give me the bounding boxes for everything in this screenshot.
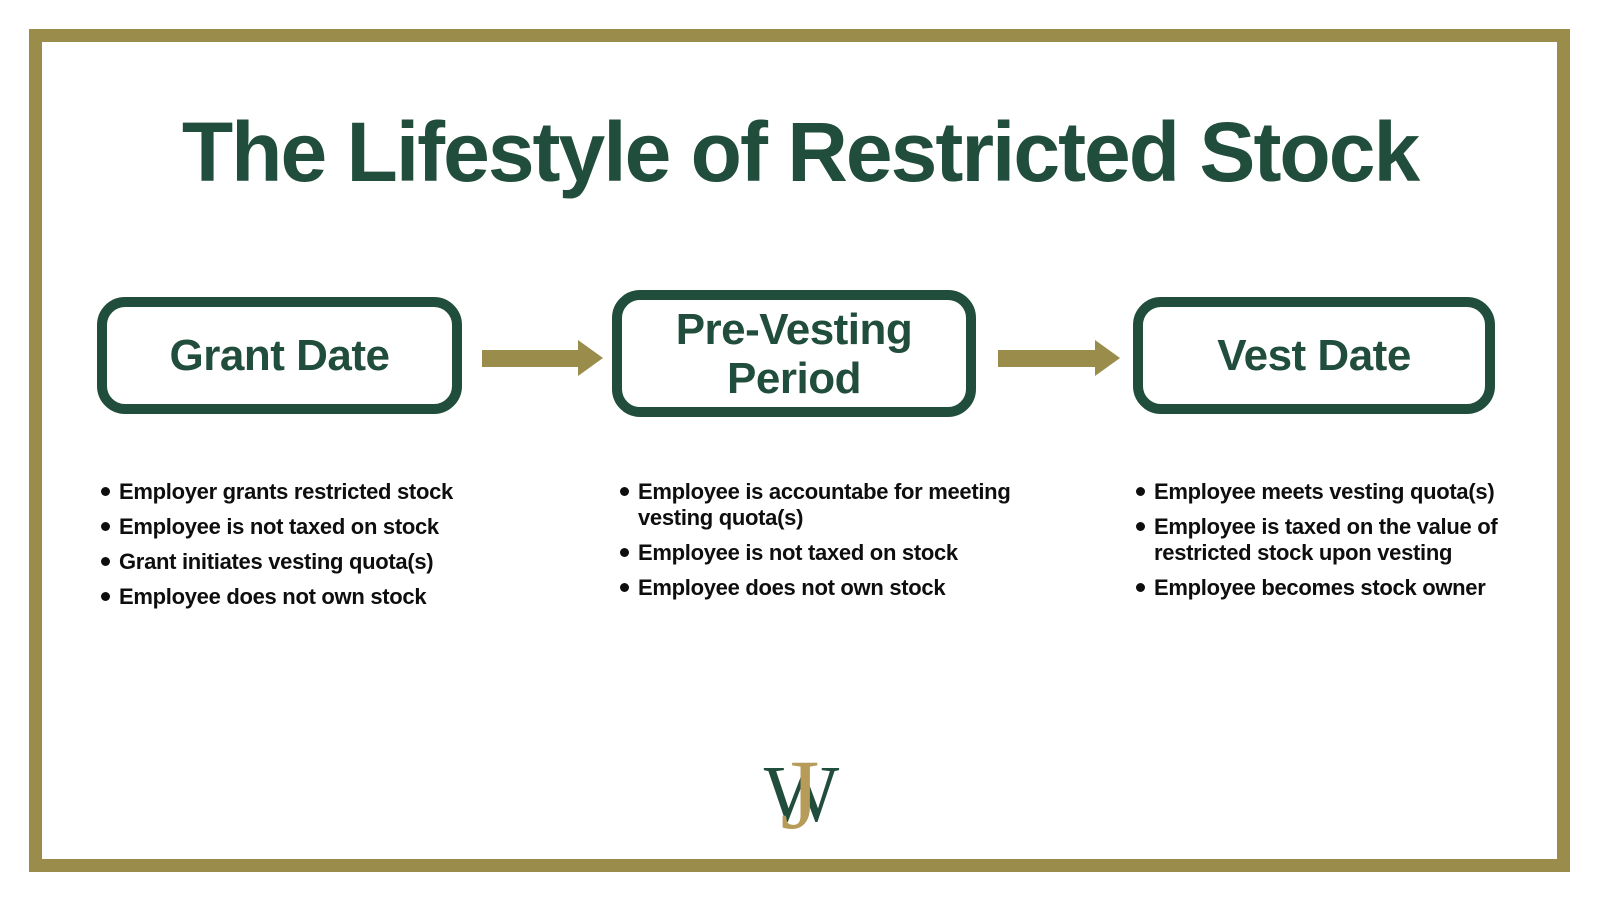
bullet-icon <box>101 592 110 601</box>
list-item: Employee meets vesting quota(s) <box>1136 479 1556 505</box>
list-item-text: Employee is not taxed on stock <box>119 514 439 539</box>
list-item: Employee becomes stock owner <box>1136 575 1556 601</box>
stage-label-pre-vesting-period: Pre-Vesting Period <box>675 304 913 403</box>
list-item: Employee is not taxed on stock <box>620 540 1020 566</box>
list-item-text: Employee meets vesting quota(s) <box>1154 479 1495 504</box>
stage-box-vest-date: Vest Date <box>1133 297 1495 414</box>
arrow-shaft <box>482 350 579 367</box>
bullet-icon <box>1136 522 1145 531</box>
stage-box-pre-vesting-period: Pre-Vesting Period <box>612 290 976 417</box>
list-item: Employee is accountabe for meeting vesti… <box>620 479 1020 531</box>
stage-box-grant-date: Grant Date <box>97 297 462 414</box>
stage-bullet-list-vest-date: Employee meets vesting quota(s) Employee… <box>1136 479 1556 610</box>
bullet-icon <box>101 522 110 531</box>
bullet-icon <box>1136 583 1145 592</box>
list-item-text: Employee does not own stock <box>638 575 946 600</box>
bullet-icon <box>620 548 629 557</box>
list-item-text: Employee is not taxed on stock <box>638 540 958 565</box>
list-item: Employee does not own stock <box>620 575 1020 601</box>
list-item: Employee is not taxed on stock <box>101 514 501 540</box>
list-item-text: Employee becomes stock owner <box>1154 575 1486 600</box>
stage-label-grant-date: Grant Date <box>169 331 390 380</box>
flow-arrow-icon <box>482 340 603 376</box>
arrow-head <box>1095 340 1120 376</box>
bullet-icon <box>620 487 629 496</box>
stage-bullet-list-pre-vesting: Employee is accountabe for meeting vesti… <box>620 479 1020 610</box>
list-item-text: Grant initiates vesting quota(s) <box>119 549 434 574</box>
gold-border-frame <box>29 29 1570 872</box>
stage-bullet-list-grant-date: Employer grants restricted stock Employe… <box>101 479 501 619</box>
stage-label-vest-date: Vest Date <box>1217 331 1411 380</box>
bullet-icon <box>620 583 629 592</box>
list-item: Employee is taxed on the value of restri… <box>1136 514 1556 566</box>
bullet-icon <box>101 557 110 566</box>
list-item-text: Employee is accountabe for meeting vesti… <box>638 479 1011 530</box>
list-item: Employer grants restricted stock <box>101 479 501 505</box>
list-item-text: Employer grants restricted stock <box>119 479 453 504</box>
list-item-text: Employee does not own stock <box>119 584 427 609</box>
arrow-head <box>578 340 603 376</box>
list-item-text: Employee is taxed on the value of restri… <box>1154 514 1498 565</box>
bullet-icon <box>1136 487 1145 496</box>
list-item: Grant initiates vesting quota(s) <box>101 549 501 575</box>
list-item: Employee does not own stock <box>101 584 501 610</box>
arrow-shaft <box>998 350 1097 367</box>
bullet-icon <box>101 487 110 496</box>
flow-arrow-icon <box>998 340 1120 376</box>
page-title: The Lifestyle of Restricted Stock <box>181 105 1420 199</box>
